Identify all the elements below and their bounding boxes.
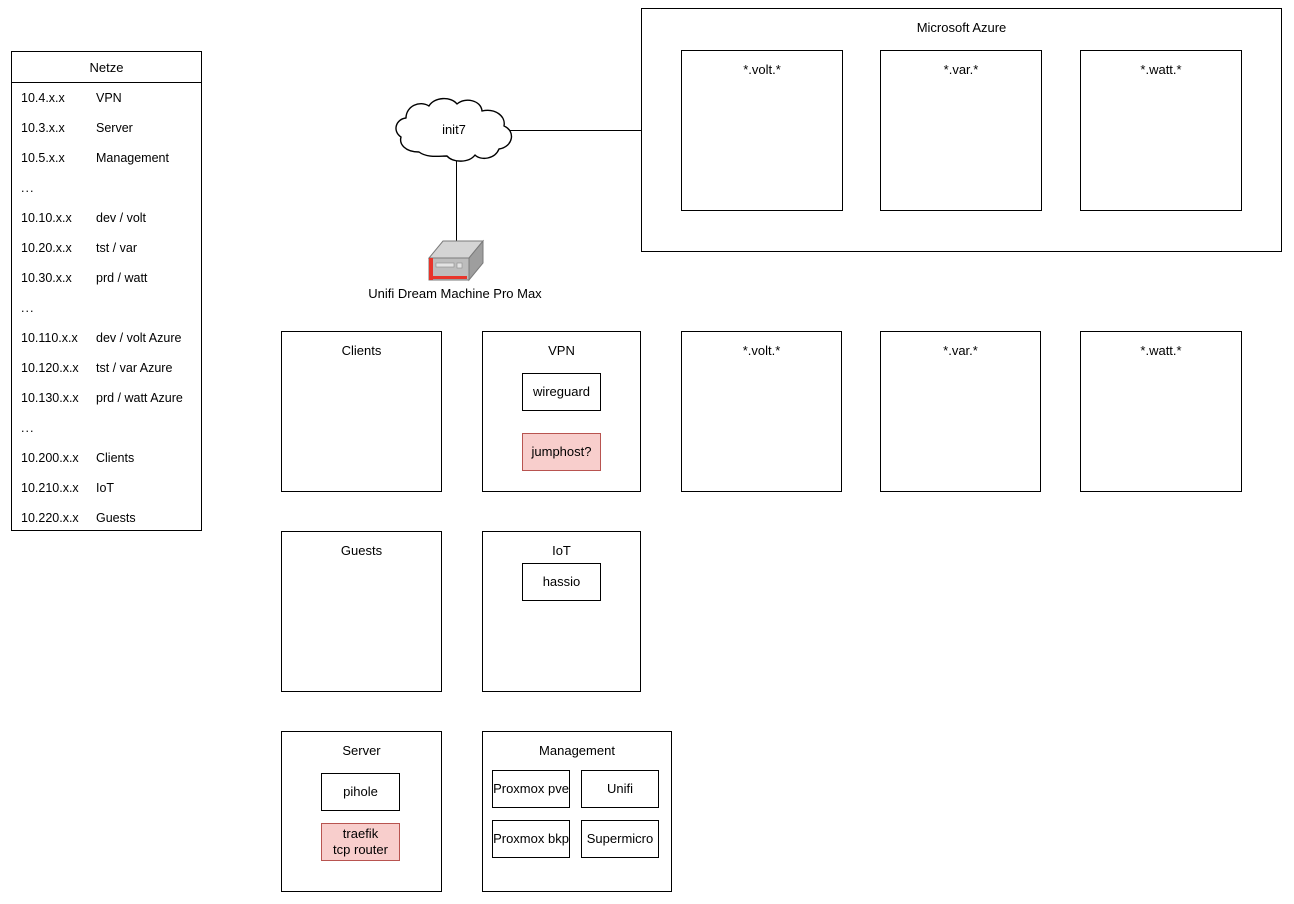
netze-cidr: 10.220.x.x — [21, 511, 79, 525]
table-row-separator: ... — [12, 173, 201, 203]
vlan-title: Guests — [340, 543, 383, 558]
vlan-title: *.volt.* — [742, 343, 781, 358]
netze-legend-table: Netze 10.4.x.x VPN 10.3.x.x Server 10.5.… — [11, 51, 202, 531]
vlan-title: Server — [342, 743, 381, 758]
azure-vnet-volt: *.volt.* — [681, 50, 843, 211]
netze-cidr: ... — [21, 421, 35, 435]
netze-label: Guests — [96, 511, 136, 525]
table-row: 10.10.x.x dev / volt — [12, 203, 201, 233]
table-row: 10.200.x.x Clients — [12, 443, 201, 473]
netze-label: prd / watt — [96, 271, 148, 285]
netze-cidr: 10.130.x.x — [21, 391, 79, 405]
node-label: hassio — [542, 574, 581, 589]
node-pihole[interactable]: pihole — [321, 773, 400, 811]
vlan-title: *.watt.* — [1140, 343, 1182, 358]
azure-vnet-title: *.var.* — [943, 62, 979, 77]
edge-cloud-to-firewall — [456, 160, 457, 243]
cloud-label: init7 — [442, 122, 466, 137]
node-label-line2: tcp router — [333, 842, 388, 857]
azure-vnet-title: *.watt.* — [1140, 62, 1182, 77]
node-proxmox-bkp[interactable]: Proxmox bkp — [492, 820, 570, 858]
vlan-management: Management Proxmox pve Unifi Proxmox bkp… — [482, 731, 672, 892]
azure-vnet-watt: *.watt.* — [1080, 50, 1242, 211]
table-row: 10.120.x.x tst / var Azure — [12, 353, 201, 383]
netze-label: IoT — [96, 481, 115, 495]
netze-cidr: 10.10.x.x — [21, 211, 72, 225]
vlan-watt: *.watt.* — [1080, 331, 1242, 492]
table-row: 10.220.x.x Guests — [12, 503, 201, 533]
netze-cidr: 10.5.x.x — [21, 151, 65, 165]
node-jumphost[interactable]: jumphost? — [522, 433, 601, 471]
node-label: Proxmox pve — [493, 781, 569, 796]
vlan-vpn: VPN wireguard jumphost? — [482, 331, 641, 492]
netze-label: tst / var Azure — [96, 361, 173, 375]
table-row-separator: ... — [12, 293, 201, 323]
vlan-volt: *.volt.* — [681, 331, 842, 492]
node-unifi[interactable]: Unifi — [581, 770, 659, 808]
vlan-var: *.var.* — [880, 331, 1041, 492]
table-row: 10.5.x.x Management — [12, 143, 201, 173]
table-row-separator: ... — [12, 413, 201, 443]
edge-cloud-to-azure — [510, 130, 641, 131]
node-label: pihole — [343, 784, 378, 799]
vlan-title: IoT — [552, 543, 571, 558]
table-row: 10.210.x.x IoT — [12, 473, 201, 503]
table-row: 10.130.x.x prd / watt Azure — [12, 383, 201, 413]
vlan-title: *.var.* — [943, 343, 978, 358]
netze-label: VPN — [96, 91, 122, 105]
node-supermicro[interactable]: Supermicro — [581, 820, 659, 858]
netze-cidr: 10.200.x.x — [21, 451, 79, 465]
netze-label: tst / var — [96, 241, 137, 255]
netze-label: Clients — [96, 451, 135, 465]
node-wireguard[interactable]: wireguard — [522, 373, 601, 411]
firewall-label: Unifi Dream Machine Pro Max — [368, 286, 542, 301]
table-row: 10.4.x.x VPN — [12, 83, 201, 113]
table-row: 10.30.x.x prd / watt — [12, 263, 201, 293]
table-row: 10.110.x.x dev / volt Azure — [12, 323, 201, 353]
vlan-iot: IoT hassio — [482, 531, 641, 692]
vlan-title: Management — [539, 743, 615, 758]
netze-cidr: 10.20.x.x — [21, 241, 72, 255]
node-hassio[interactable]: hassio — [522, 563, 601, 601]
table-row: 10.20.x.x tst / var — [12, 233, 201, 263]
netze-cidr: 10.110.x.x — [21, 331, 78, 345]
azure-vnet-title: *.volt.* — [743, 62, 781, 77]
netze-cidr: ... — [21, 181, 35, 195]
vlan-clients: Clients — [281, 331, 442, 492]
node-label: Supermicro — [586, 831, 654, 846]
node-proxmox-pve[interactable]: Proxmox pve — [492, 770, 570, 808]
node-label: Proxmox bkp — [493, 831, 569, 846]
netze-cidr: 10.210.x.x — [21, 481, 79, 495]
azure-vnet-var: *.var.* — [880, 50, 1042, 211]
netze-cidr: ... — [21, 301, 35, 315]
vlan-title: VPN — [548, 343, 575, 358]
netze-cidr: 10.30.x.x — [21, 271, 72, 285]
netze-label: dev / volt — [96, 211, 147, 225]
netze-table-header: Netze — [12, 52, 201, 83]
vlan-title: Clients — [341, 343, 382, 358]
node-label: Unifi — [606, 781, 633, 796]
vlan-server: Server pihole traefik tcp router — [281, 731, 442, 892]
vlan-guests: Guests — [281, 531, 442, 692]
netze-cidr: 10.120.x.x — [21, 361, 79, 375]
netze-table-body: 10.4.x.x VPN 10.3.x.x Server 10.5.x.x Ma… — [12, 83, 201, 533]
azure-title: Microsoft Azure — [916, 20, 1007, 35]
node-label-line1: traefik — [342, 826, 379, 841]
cloud-icon: init7 — [389, 96, 519, 164]
firewall-appliance-icon — [421, 239, 491, 283]
netze-label: prd / watt Azure — [96, 391, 183, 405]
netze-cidr: 10.4.x.x — [21, 91, 65, 105]
netze-label: dev / volt Azure — [96, 331, 182, 345]
netze-cidr: 10.3.x.x — [21, 121, 65, 135]
table-row: 10.3.x.x Server — [12, 113, 201, 143]
node-label: jumphost? — [531, 444, 592, 459]
node-traefik[interactable]: traefik tcp router — [321, 823, 400, 861]
netze-label: Server — [96, 121, 133, 135]
node-label: wireguard — [532, 384, 591, 399]
netze-label: Management — [96, 151, 169, 165]
